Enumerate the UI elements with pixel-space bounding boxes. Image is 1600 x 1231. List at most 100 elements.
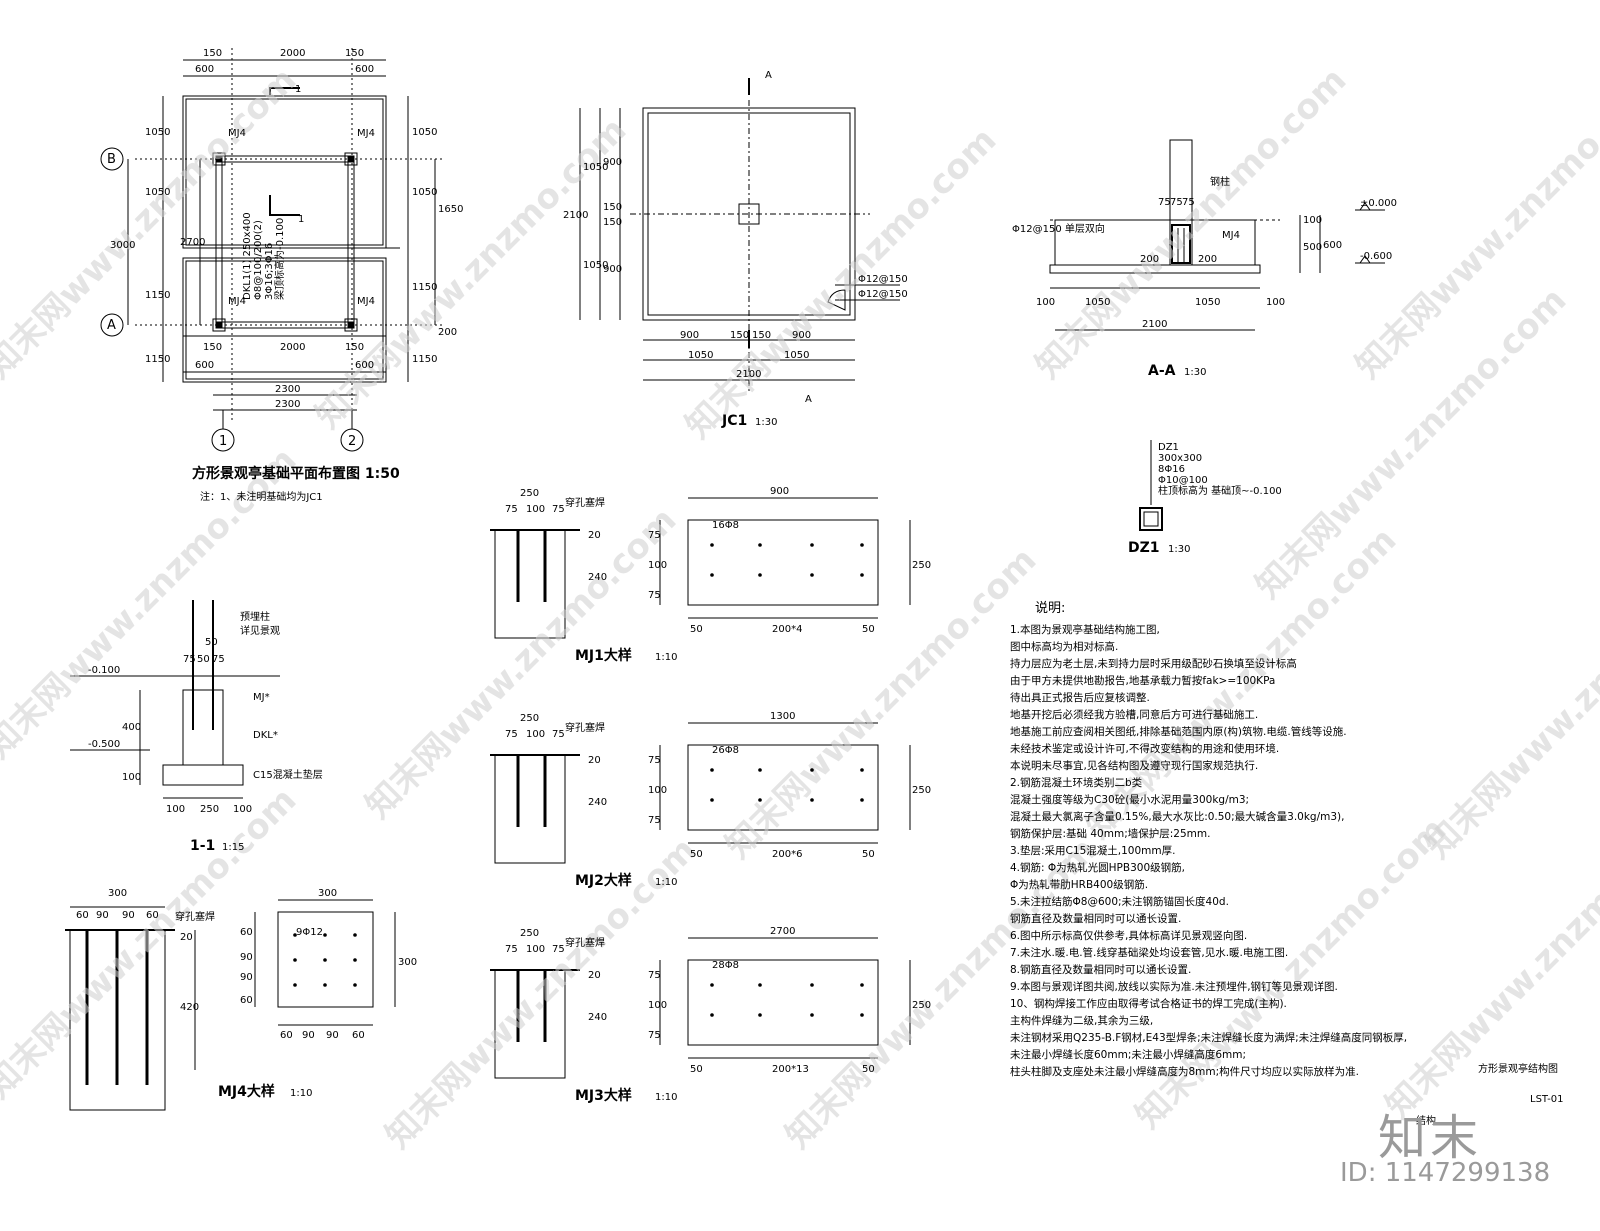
rebar-dot [353, 933, 357, 937]
rebar-dot [758, 983, 762, 987]
dim-text: 75 [505, 729, 518, 740]
dim-text: 150 [752, 330, 771, 341]
dim-text: 75 [648, 530, 661, 541]
dim-text: 150 [345, 48, 364, 59]
watermark-text: 知末网www.znzmo.com [358, 500, 684, 826]
dim-text: 1050 [688, 350, 713, 361]
rebar-dot [860, 983, 864, 987]
sec11-label: 详见景观 [240, 624, 280, 637]
dz1-column [1139, 440, 1163, 531]
aa-title: A-A [1148, 363, 1176, 379]
rebar-dot [710, 768, 714, 772]
watermark-logo: 知末 [1378, 1110, 1483, 1166]
plan-labels: 150 2000 150 600 600 1050 1050 1150 1150… [107, 48, 463, 503]
rebar-dot [810, 983, 814, 987]
note-line: 4.钢筋: Φ为热轧光圆HPB300级钢筋, [1010, 861, 1185, 874]
note-line: 3.垫层:采用C15混凝土,100mm厚. [1010, 844, 1175, 857]
dim-text: 250 [520, 928, 539, 939]
mj4-weld-label: 穿孔塞焊 [175, 910, 215, 923]
rebar-label: Φ12@150 [858, 289, 908, 300]
dim-text: 400 [122, 722, 141, 733]
dim-text: 200*6 [772, 849, 802, 860]
dim-text: 250 [912, 560, 931, 571]
rebar-dot [810, 573, 814, 577]
dim-text: 60 [240, 927, 253, 938]
dim-text: 75 [1158, 197, 1171, 208]
dim-text: 50 [197, 654, 210, 665]
plan-title: 方形景观亭基础平面布置图 1:50 [192, 465, 400, 482]
dz1-scale: 1:30 [1168, 544, 1190, 555]
dim-text: 2300 [275, 384, 300, 395]
title-block: 方形景观亭结构图 LST-01 结构 [1416, 1062, 1563, 1127]
rebar-dot [810, 543, 814, 547]
rebar-dot [293, 983, 297, 987]
dim-text: 100 [526, 944, 545, 955]
rebar-dot [860, 798, 864, 802]
note-line: 5.未注拉结筋Φ8@600;未注钢筋锚固长度40d. [1010, 895, 1229, 908]
note-line: 2.钢筋混凝土环境类别二b类 [1010, 776, 1143, 789]
note-line: 钢筋直径及数量相同时可以通长设置. [1010, 912, 1181, 925]
watermark-text: 知末网www.znzmo.com [0, 780, 304, 1106]
rebar-dot [353, 958, 357, 962]
rebar-dot [860, 1013, 864, 1017]
dim-text: 150 [603, 217, 622, 228]
mj1-detail [490, 497, 911, 639]
dim-text: 穿孔塞焊 [565, 496, 605, 509]
watermark-text: 知末网www.znzmo.com [678, 120, 1004, 446]
dim-text: 20 [588, 530, 601, 541]
note-line: 主构件焊缝为二级,其余为三级, [1010, 1014, 1153, 1027]
dim-text: 75 [648, 970, 661, 981]
note-line: 8.钢筋直径及数量相同时可以通长设置. [1010, 963, 1191, 976]
dim-text: 100 [648, 1000, 667, 1011]
dim-text: 60 [76, 910, 89, 921]
rebar-dot [810, 768, 814, 772]
dim-text: 2700 [770, 926, 795, 937]
dim-text: 240 [588, 797, 607, 808]
dim-text: 100 [122, 772, 141, 783]
dz1-spec: DZ1 [1158, 442, 1179, 453]
dim-text: 1050 [784, 350, 809, 361]
dz1-labels: DZ1 300x300 8Φ16 Φ10@100 柱顶标高为 基础顶~-0.10… [1128, 442, 1282, 556]
elevation-label: -0.600 [1360, 251, 1392, 262]
watermark-text: 知末网www.znzmo.com [718, 540, 1044, 866]
mj-label: MJ4 [357, 296, 375, 307]
dim-text: 90 [302, 1030, 315, 1041]
dim-text: 600 [195, 360, 214, 371]
section-1-1 [70, 600, 280, 799]
note-line: 7.未注水.暖.电.管.线穿基础梁处均设套管,见水.暖.电施工图. [1010, 946, 1288, 959]
dim-text: 1150 [145, 354, 170, 365]
dim-text: 75 [648, 815, 661, 826]
dim-text: 900 [770, 486, 789, 497]
dim-text: 300 [398, 957, 417, 968]
rebar-dot [323, 983, 327, 987]
dim-text: 300 [318, 888, 337, 899]
rebar-dot [810, 1013, 814, 1017]
elevation-label: -0.100 [88, 665, 120, 676]
dim-text: 28Φ8 [712, 960, 739, 971]
mj4-labels: 300 60 90 90 60 20 420 穿孔塞焊 300 9Φ12 60 … [76, 888, 417, 1100]
rebar-dot [293, 933, 297, 937]
note-line: 未注最小焊缝长度60mm;未注最小焊缝高度6mm; [1010, 1048, 1246, 1061]
section-mark: 1 [295, 84, 301, 95]
note-line: 钢筋保护层:基础 40mm;墙保护层:25mm. [1010, 827, 1210, 840]
dim-text: 200 [1198, 254, 1217, 265]
dz1-spec: 8Φ16 [1158, 464, 1185, 475]
dim-text: 600 [1323, 240, 1342, 251]
rebar-dot [758, 798, 762, 802]
rebar-dot [353, 983, 357, 987]
dim-text: 50 [690, 624, 703, 635]
note-line: 未经技术鉴定或设计许可,不得改变结构的用途和使用环境. [1010, 742, 1279, 755]
mj-label: MJ4 [357, 128, 375, 139]
sec11-label: C15混凝土垫层 [253, 768, 323, 781]
dim-text: 1050 [412, 127, 437, 138]
note-line: 混凝土最大氯离子含量0.15%,最大水灰比:0.50;最大碱含量3.0kg/m3… [1010, 810, 1344, 823]
beam-note: 梁顶标高为-0.100 [273, 218, 286, 300]
dim-text: 200*4 [772, 624, 802, 635]
foundation-plan [100, 48, 445, 452]
aa-labels: 75 75 75 钢柱 MJ4 Φ12@150 单层双向 ±0.000 -0.6… [1012, 175, 1397, 379]
dim-text: 2100 [736, 369, 761, 380]
aa-scale: 1:30 [1184, 367, 1206, 378]
dim-text: 600 [355, 64, 374, 75]
